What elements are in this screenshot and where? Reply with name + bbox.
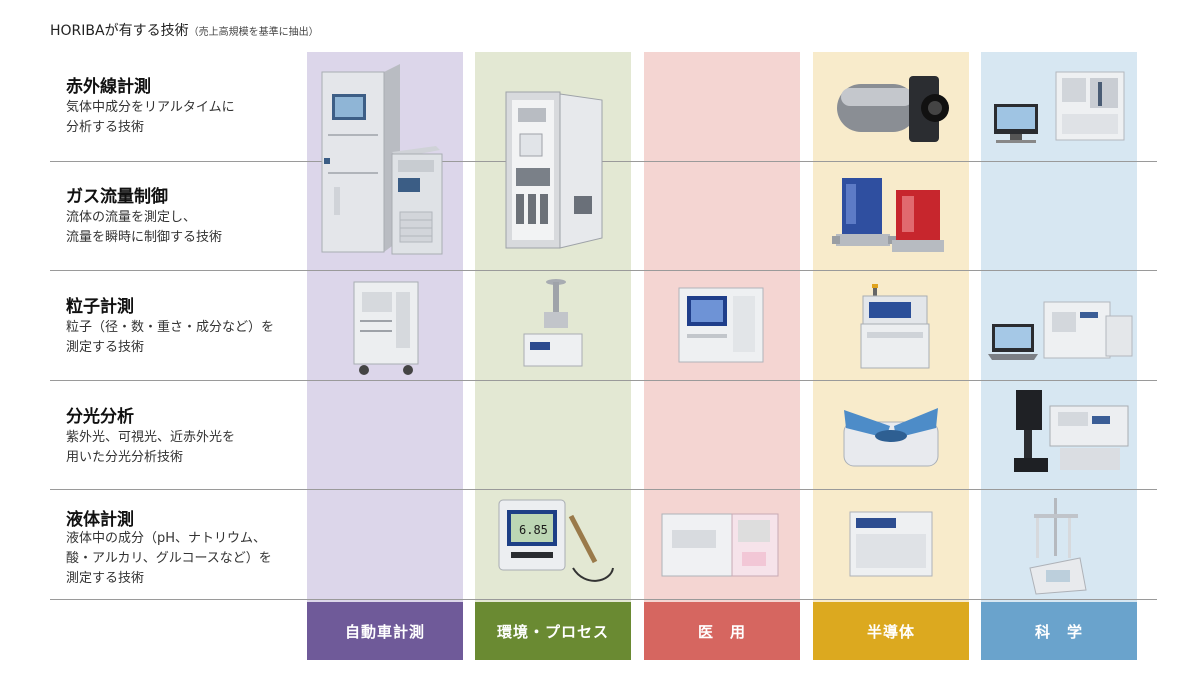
column-label-automotive: 自動車計測: [307, 602, 463, 660]
process-analyzer-cabinet-image: [500, 88, 610, 253]
emission-analyzer-image: [318, 62, 448, 262]
blood-analyzer-image: [675, 284, 767, 366]
page-title: HORIBAが有する技術（売上高規模を基準に抽出）: [50, 20, 319, 40]
row-desc-line: 流量を瞬時に制御する技術: [66, 230, 223, 245]
column-label-environment: 環境・プロセス: [475, 602, 631, 660]
raman-microscope-image: [1010, 386, 1134, 478]
row-desc-line: 測定する技術: [66, 340, 145, 355]
row-divider: [50, 599, 1157, 600]
mass-flow-controllers-image: [832, 174, 947, 260]
row-desc-line: 測定する技術: [66, 571, 145, 586]
row-desc-line: 流体の流量を測定し、: [66, 210, 197, 225]
row-desc-line: 気体中成分をリアルタイムに: [66, 100, 235, 115]
ph-meter-image: [1016, 494, 1096, 598]
wafer-inspection-image: [855, 284, 935, 372]
chemical-monitor-image: [846, 508, 936, 582]
row-title-particle: 粒子計測: [66, 297, 134, 317]
row-desc-line: 酸・アルカリ、グルコースなど）を: [66, 551, 272, 566]
row-desc-gas-flow: 流体の流量を測定し、 流量を瞬時に制御する技術: [66, 208, 222, 248]
particle-counter-image: [350, 278, 422, 378]
row-desc-particle: 粒子（径・数・重さ・成分など）を 測定する技術: [66, 318, 274, 358]
row-divider: [50, 270, 1157, 271]
row-title-spectroscopy: 分光分析: [66, 407, 134, 427]
row-title-liquid: 液体計測: [66, 510, 134, 530]
lab-analyzer-with-pc-image: [990, 66, 1130, 146]
row-desc-liquid: 液体中の成分（pH、ナトリウム、 酸・アルカリ、グルコースなど）を 測定する技術: [66, 529, 272, 589]
page-title-main: HORIBAが有する技術: [50, 23, 189, 39]
spectroscopic-analyzer-image: [836, 392, 946, 472]
page-title-sub: （売上高規模を基準に抽出）: [188, 27, 319, 38]
cylindrical-ir-analyzer-image: [833, 74, 953, 146]
column-label-medical: 医 用: [644, 602, 800, 660]
row-desc-spectroscopy: 紫外光、可視光、近赤外光を 用いた分光分析技術: [66, 428, 235, 468]
dust-monitor-image: [518, 276, 588, 372]
clinical-analyzer-image: [660, 508, 782, 582]
row-desc-infrared: 気体中成分をリアルタイムに 分析する技術: [66, 98, 235, 138]
row-divider: [50, 380, 1157, 381]
row-desc-line: 粒子（径・数・重さ・成分など）を: [66, 320, 275, 335]
particle-size-analyzer-image: [988, 296, 1136, 366]
row-divider: [50, 489, 1157, 490]
row-desc-line: 分析する技術: [66, 120, 145, 135]
row-divider: [50, 161, 1157, 162]
row-desc-line: 用いた分光分析技術: [66, 450, 184, 465]
column-label-science: 科 学: [981, 602, 1137, 660]
water-quality-meter-image: 6.85: [495, 496, 617, 588]
row-desc-line: 紫外光、可視光、近赤外光を: [66, 430, 236, 445]
row-desc-line: 液体中の成分（pH、ナトリウム、: [66, 531, 267, 546]
meter-reading: 6.85: [519, 523, 548, 537]
row-title-infrared: 赤外線計測: [66, 77, 151, 97]
row-title-gas-flow: ガス流量制御: [66, 187, 168, 207]
column-label-semiconductor: 半導体: [813, 602, 969, 660]
